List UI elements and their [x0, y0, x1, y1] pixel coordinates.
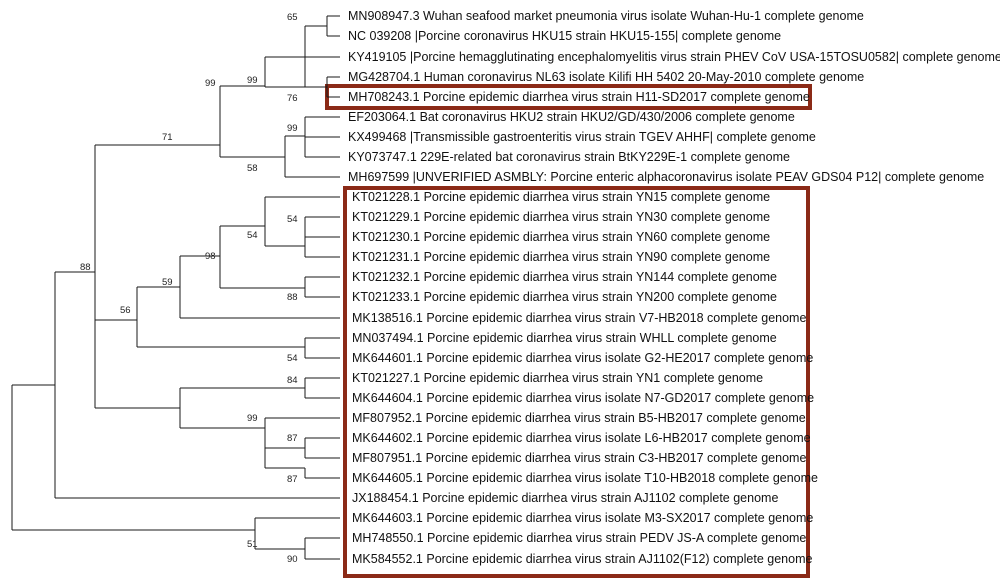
leaf-label: KT021228.1 Porcine epidemic diarrhea vir… [352, 190, 770, 204]
bootstrap-value: 99 [287, 123, 298, 134]
leaf-label: MK644603.1 Porcine epidemic diarrhea vir… [352, 511, 813, 525]
leaf-label: KX499468 |Transmissible gastroenteritis … [348, 130, 816, 144]
bootstrap-value: 65 [287, 12, 298, 23]
leaf-label: MK584552.1 Porcine epidemic diarrhea vir… [352, 552, 812, 566]
leaf-label: KT021232.1 Porcine epidemic diarrhea vir… [352, 270, 777, 284]
leaf-label: MF807951.1 Porcine epidemic diarrhea vir… [352, 451, 806, 465]
bootstrap-value: 88 [287, 292, 298, 303]
bootstrap-value: 54 [287, 353, 298, 364]
leaf-label: MK644602.1 Porcine epidemic diarrhea vir… [352, 431, 811, 445]
leaf-label: MG428704.1 Human coronavirus NL63 isolat… [348, 70, 864, 84]
bootstrap-value: 99 [205, 78, 216, 89]
bootstrap-value: 56 [120, 305, 131, 316]
leaf-label: JX188454.1 Porcine epidemic diarrhea vir… [352, 491, 778, 505]
bootstrap-value: 88 [80, 262, 91, 273]
leaf-label: NC 039208 |Porcine coronavirus HKU15 str… [348, 29, 781, 43]
bootstrap-value: 54 [247, 230, 258, 241]
leaf-label: KT021230.1 Porcine epidemic diarrhea vir… [352, 230, 770, 244]
leaf-label: KT021229.1 Porcine epidemic diarrhea vir… [352, 210, 770, 224]
leaf-label: MF807952.1 Porcine epidemic diarrhea vir… [352, 411, 806, 425]
leaf-labels: MN908947.3 Wuhan seafood market pneumoni… [348, 9, 1000, 566]
leaf-label: MH697599 |UNVERIFIED ASMBLY: Porcine ent… [348, 170, 984, 184]
leaf-label: MK644601.1 Porcine epidemic diarrhea vir… [352, 351, 813, 365]
leaf-label: EF203064.1 Bat coronavirus HKU2 strain H… [348, 110, 795, 124]
bootstrap-value: 90 [287, 554, 298, 565]
leaf-label: KY073747.1 229E-related bat coronavirus … [348, 150, 790, 164]
bootstrap-value: 54 [287, 214, 298, 225]
bootstrap-value: 98 [205, 251, 216, 262]
bootstrap-value: 84 [287, 375, 298, 386]
bootstrap-value: 58 [247, 163, 258, 174]
leaf-label: MK138516.1 Porcine epidemic diarrhea vir… [352, 311, 806, 325]
leaf-label: MK644605.1 Porcine epidemic diarrhea vir… [352, 471, 818, 485]
leaf-label: MH748550.1 Porcine epidemic diarrhea vir… [352, 531, 806, 545]
bootstrap-value: 99 [247, 413, 258, 424]
leaf-label: KY419105 |Porcine hemagglutinating encep… [348, 50, 1000, 64]
leaf-label: KT021233.1 Porcine epidemic diarrhea vir… [352, 290, 777, 304]
bootstrap-value: 76 [287, 93, 298, 104]
bootstrap-value: 99 [247, 75, 258, 86]
bootstrap-value: 71 [162, 132, 173, 143]
leaf-label: MN037494.1 Porcine epidemic diarrhea vir… [352, 331, 777, 345]
bootstrap-values: 65 99 99 76 71 99 58 88 54 54 98 59 88 5… [80, 12, 298, 565]
bootstrap-value: 59 [162, 277, 173, 288]
bootstrap-value: 87 [287, 474, 298, 485]
leaf-label: MH708243.1 Porcine epidemic diarrhea vir… [348, 90, 810, 104]
leaf-label: KT021231.1 Porcine epidemic diarrhea vir… [352, 250, 770, 264]
leaf-label: MK644604.1 Porcine epidemic diarrhea vir… [352, 391, 814, 405]
leaf-label: MN908947.3 Wuhan seafood market pneumoni… [348, 9, 864, 23]
tree-branches [11, 15, 340, 560]
leaf-label: KT021227.1 Porcine epidemic diarrhea vir… [352, 371, 763, 385]
bootstrap-value: 87 [287, 433, 298, 444]
bootstrap-value: 51 [247, 539, 258, 550]
highlight-box-pedv-cluster [343, 186, 810, 578]
